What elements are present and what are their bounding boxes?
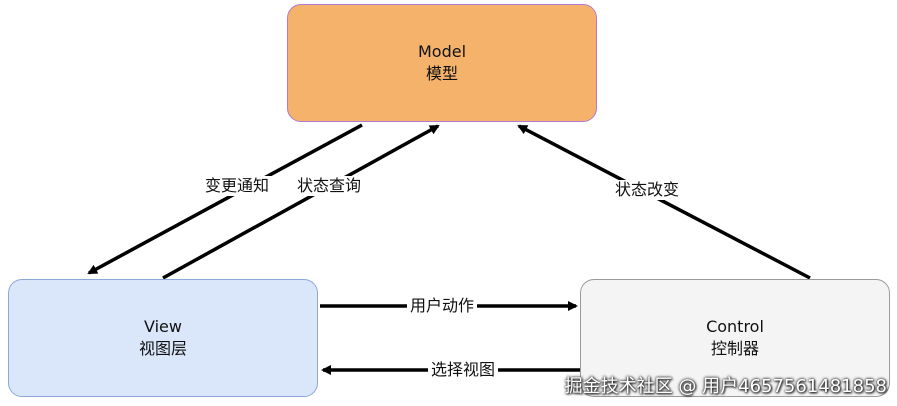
- model-title: Model: [417, 42, 467, 61]
- model-node: Model 模型: [287, 4, 597, 122]
- label-change-notify: 变更通知: [202, 176, 273, 196]
- view-subtitle: 视图层: [138, 339, 187, 358]
- arrow-state-query: [162, 124, 440, 280]
- label-state-query: 状态查询: [294, 176, 365, 196]
- label-user-action: 用户动作: [407, 296, 478, 316]
- view-title: View: [144, 317, 182, 336]
- control-subtitle: 控制器: [710, 339, 759, 358]
- control-title: Control: [706, 317, 764, 336]
- control-node: Control 控制器: [580, 279, 890, 397]
- arrow-state-change: [517, 124, 811, 280]
- arrow-change-notify: [87, 123, 363, 275]
- watermark: 掘金技术社区 @ 用户4657561481858: [564, 376, 887, 397]
- view-node: View 视图层: [8, 279, 318, 397]
- model-subtitle: 模型: [425, 64, 458, 83]
- label-state-change: 状态改变: [612, 180, 683, 200]
- label-select-view: 选择视图: [428, 360, 499, 380]
